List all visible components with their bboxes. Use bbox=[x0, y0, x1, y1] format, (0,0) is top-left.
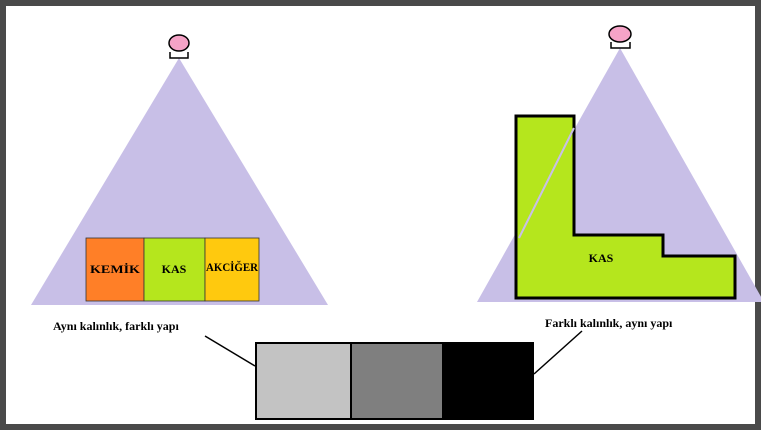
detector-cell-medium bbox=[350, 342, 444, 420]
left-caption: Aynı kalınlık, farklı yapı bbox=[53, 319, 179, 333]
muscle-l-shape bbox=[514, 114, 737, 300]
muscle-label: KAS bbox=[162, 262, 187, 276]
right-caption: Farklı kalınlık, aynı yapı bbox=[545, 316, 673, 330]
detector-cell-light bbox=[255, 342, 352, 420]
beam-edge-line bbox=[518, 127, 575, 239]
bone-label: KEMİK bbox=[90, 262, 141, 276]
right-connector-line bbox=[533, 330, 583, 375]
left-xray-source-icon bbox=[168, 34, 190, 59]
bone-box bbox=[85, 237, 145, 302]
right-shape-label: KAS bbox=[589, 251, 614, 265]
lung-label: AKCİĞER bbox=[206, 260, 258, 274]
right-panel: KAS Farklı kalınlık, aynı yapı bbox=[477, 25, 761, 330]
detector-cell-dark bbox=[442, 342, 534, 420]
detector-strip bbox=[255, 342, 534, 420]
right-xray-source-icon bbox=[608, 25, 632, 49]
left-panel: KEMİK KAS AKCİĞER Aynı kalınlık, farklı … bbox=[31, 34, 328, 333]
left-connector-line bbox=[204, 335, 256, 367]
lung-box bbox=[204, 237, 260, 302]
